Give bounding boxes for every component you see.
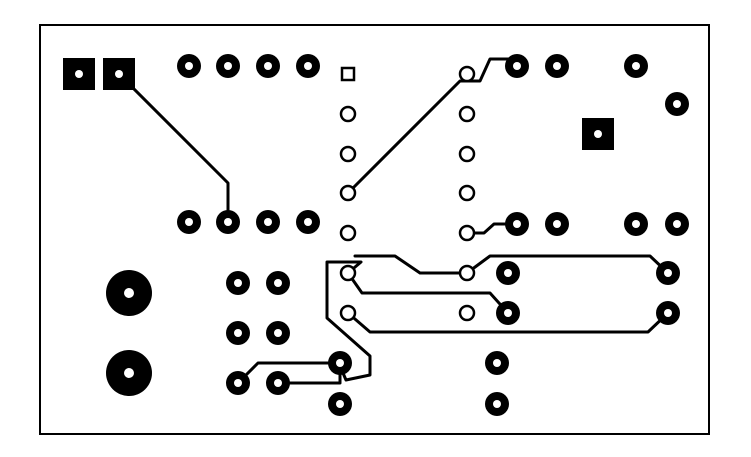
component-pad-drill-hole	[493, 400, 501, 408]
ic-pin-pad	[458, 65, 476, 83]
ic-pin-pad	[339, 105, 357, 123]
component-pad-drill-hole	[234, 379, 242, 387]
connector-pad-drill-hole	[504, 309, 512, 317]
header-pad-drill-hole	[224, 218, 232, 226]
ic-pin-pad	[339, 304, 357, 322]
mounting-hole-drill-hole	[124, 368, 134, 378]
header-pad-drill-hole	[304, 218, 312, 226]
component-pad-drill-hole	[234, 329, 242, 337]
square-pad-drill-hole	[594, 130, 602, 138]
trace-square-pad-to-lower-header	[117, 72, 230, 224]
header-pad-drill-hole	[224, 62, 232, 70]
header-pad-drill-hole	[513, 62, 521, 70]
connector-pad-drill-hole	[504, 269, 512, 277]
trace-connector-rail-bottom	[346, 311, 670, 334]
ic-pin-pad	[458, 224, 476, 242]
trace-connector-rail-lower	[346, 271, 510, 315]
connector-pad-drill-hole	[664, 269, 672, 277]
component-pad-drill-hole	[493, 359, 501, 367]
ic-pin-pad	[339, 224, 357, 242]
ic-pin-pad	[458, 304, 476, 322]
header-pad-drill-hole	[264, 218, 272, 226]
ic-pin-pad	[458, 105, 476, 123]
component-pad-drill-hole	[274, 379, 282, 387]
board-outline	[39, 24, 710, 435]
component-pad-drill-hole	[274, 329, 282, 337]
header-pad-drill-hole	[304, 62, 312, 70]
header-pad-drill-hole	[632, 220, 640, 228]
ic-pin-pad	[339, 264, 357, 282]
ic-pin-pad	[458, 264, 476, 282]
header-pad-drill-hole	[553, 220, 561, 228]
ic-pin-pad	[458, 184, 476, 202]
header-pad-drill-hole	[673, 100, 681, 108]
ic-pin-1-pad	[340, 66, 356, 82]
component-pad-drill-hole	[336, 359, 344, 367]
header-pad-drill-hole	[264, 62, 272, 70]
mounting-hole-drill-hole	[124, 288, 134, 298]
header-pad-drill-hole	[185, 218, 193, 226]
component-pad-drill-hole	[274, 279, 282, 287]
ic-pin-pad	[458, 145, 476, 163]
header-pad-drill-hole	[673, 220, 681, 228]
trace-loop-upper	[325, 260, 372, 382]
pad-group	[63, 54, 689, 416]
header-pad-drill-hole	[553, 62, 561, 70]
header-pad-drill-hole	[513, 220, 521, 228]
connector-pad-drill-hole	[664, 309, 672, 317]
ic-pin-pad	[339, 145, 357, 163]
square-pad-drill-hole	[75, 70, 83, 78]
ic-pin-pad	[339, 184, 357, 202]
header-pad-drill-hole	[632, 62, 640, 70]
square-pad-drill-hole	[115, 70, 123, 78]
component-pad-drill-hole	[336, 400, 344, 408]
component-pad-drill-hole	[234, 279, 242, 287]
header-pad-drill-hole	[185, 62, 193, 70]
